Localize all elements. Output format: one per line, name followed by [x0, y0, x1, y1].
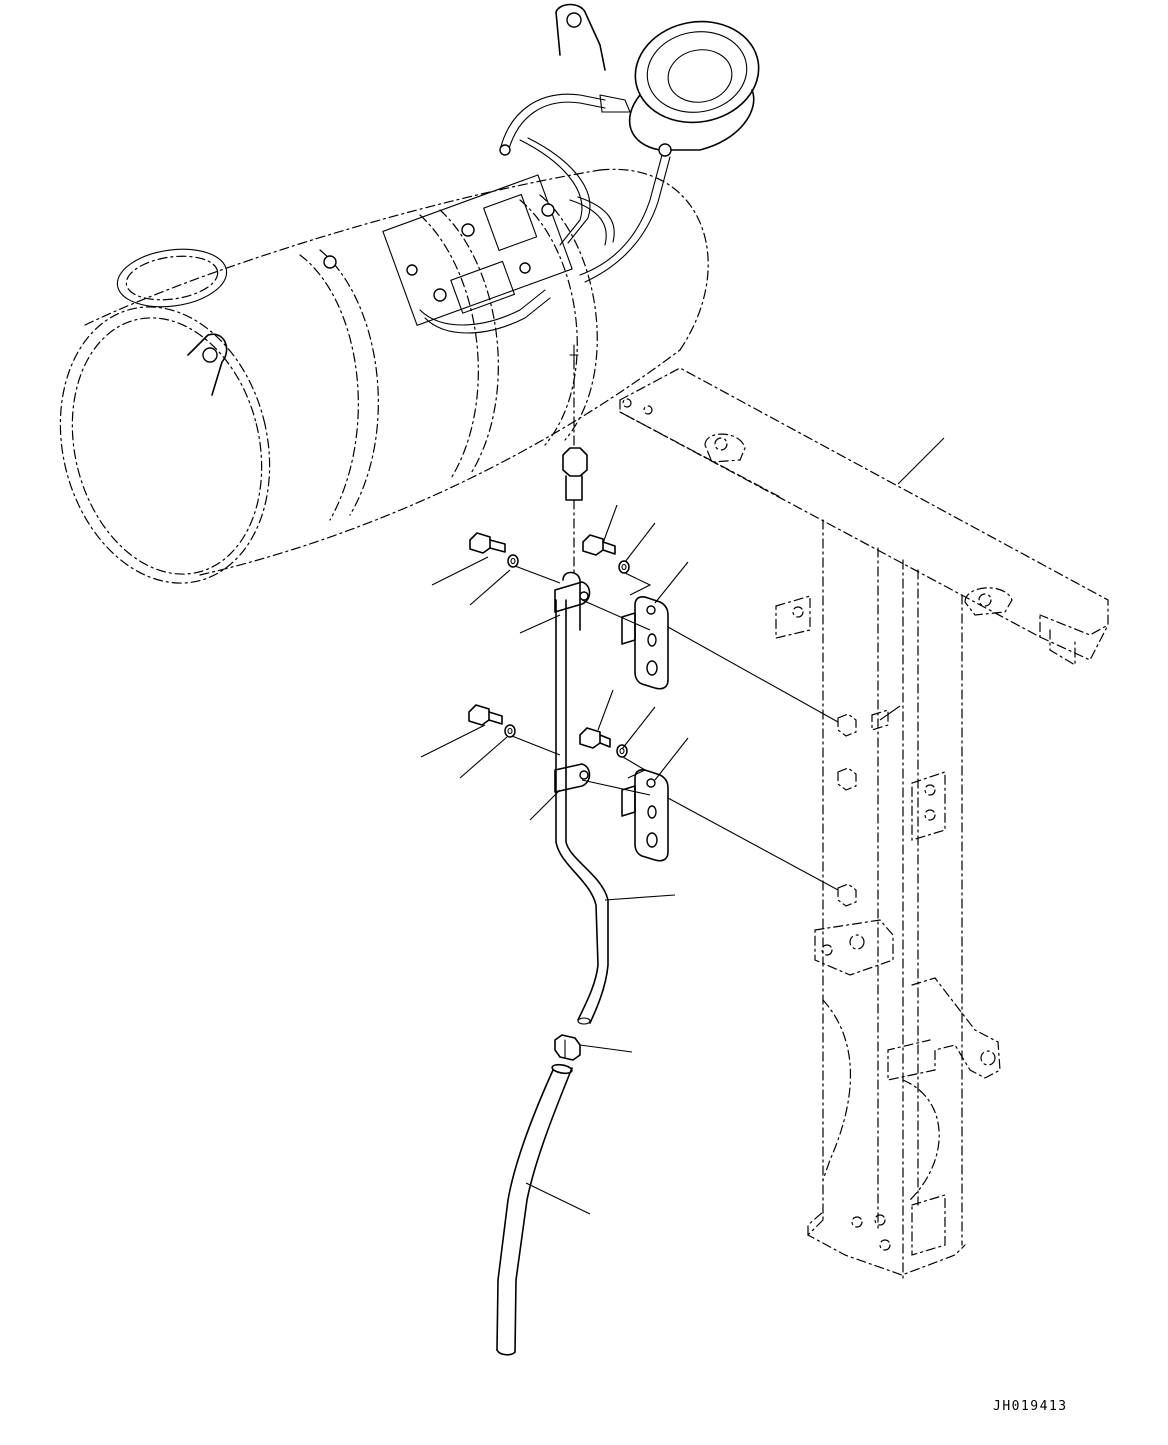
mounting-plate-upper: [621, 596, 669, 690]
connector-nut: [562, 359, 588, 576]
aftertreatment-canister: [59, 3, 760, 584]
bolts-and-washers: [468, 532, 652, 779]
drain-hose: [496, 1063, 573, 1356]
frame-bracket: [619, 367, 1109, 1281]
callout-leaders: [420, 437, 945, 1215]
drawing-id-label: JH019413: [993, 1399, 1068, 1414]
tube-clamp-lower: [554, 763, 651, 796]
mounting-plate-lower: [621, 769, 669, 862]
drain-tube: [555, 571, 609, 1025]
tube-clamp-upper: [554, 581, 651, 631]
hose-fitting: [554, 1034, 581, 1061]
